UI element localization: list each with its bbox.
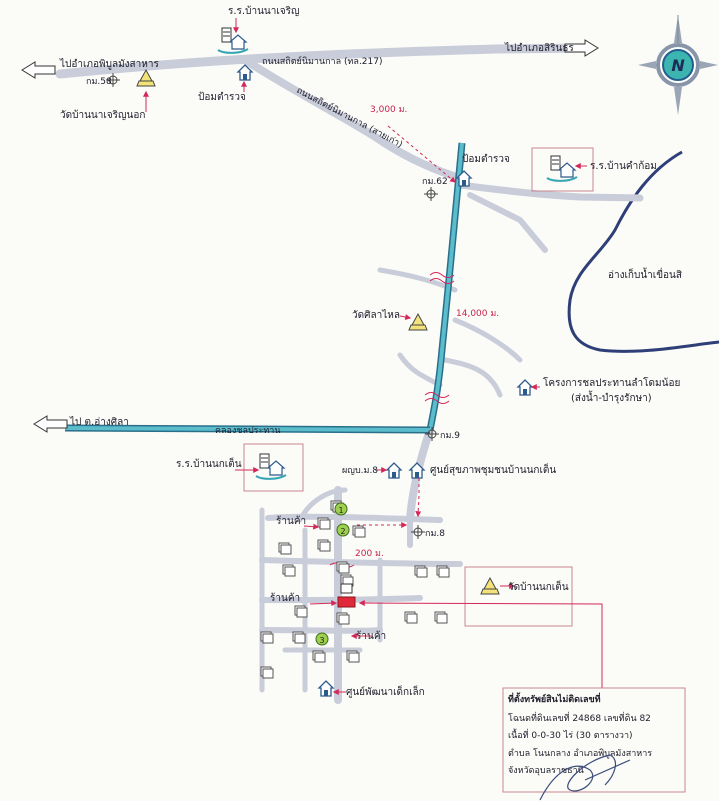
temple-icon-noktoen	[480, 577, 500, 595]
info-title: ที่ตั้งทรัพย์สินไม่ติดเลขที่	[508, 692, 601, 705]
svg-text:2: 2	[340, 527, 345, 536]
label-road-main: ถนนสถิตย์นิมานกาล (ทล.217)	[262, 55, 383, 67]
label-to-west-top: ไปอำเภอพิบูลมังสาหาร	[59, 58, 159, 70]
temple-noktoen-box	[464, 566, 573, 627]
svg-text:3: 3	[319, 636, 324, 645]
temple-icon-nacharoen	[136, 69, 156, 87]
label-school-khamkom: ร.ร.บ้านคำก้อม	[590, 160, 657, 172]
compass-icon: N	[638, 15, 718, 115]
point-marker-2: 2	[336, 523, 350, 537]
label-child-center: ศูนย์พัฒนาเด็กเล็ก	[346, 684, 425, 698]
school-icon-noktoen	[255, 453, 287, 480]
info-line-4: จังหวัดอุบลราชธานี	[508, 765, 584, 776]
info-line-3: ตำบล โนนกลาง อำเภอพิบูลมังสาหาร	[508, 748, 652, 759]
label-dist-3000: 3,000 ม.	[370, 105, 407, 115]
point-marker-1: 1	[334, 502, 348, 516]
label-irrigation-1: โครงการชลประทานลำโดมน้อย	[543, 376, 680, 389]
school-icon-nacharoen	[217, 27, 249, 54]
label-dist-200: 200 ม.	[355, 549, 384, 559]
compass-n-label: N	[671, 56, 685, 75]
label-dist-14000: 14,000 ม.	[456, 309, 499, 319]
temple-icon-silalai	[408, 313, 428, 331]
label-school-noktoen: ร.ร.บ้านนกเต็น	[176, 456, 242, 470]
label-school-nacharoen: ร.ร.บ้านนาเจริญ	[228, 5, 300, 17]
label-temple-silalai: วัดศิลาไหล	[352, 309, 400, 321]
svg-text:1: 1	[338, 506, 343, 515]
label-shop-2: ร้านค้า	[270, 592, 300, 604]
label-km62: กม.62	[422, 177, 448, 187]
point-marker-3: 3	[315, 632, 329, 646]
label-temple-noktoen: วัดบ้านนกเต็น	[508, 579, 569, 593]
label-head-village: ผญบ.ม.8	[342, 466, 378, 476]
property-parcel	[337, 596, 356, 608]
label-km58: กม.58	[86, 77, 112, 87]
school-noktoen-box	[243, 443, 304, 492]
head-village-house-icon	[386, 462, 402, 479]
label-shop-1: ร้านค้า	[276, 515, 306, 527]
label-irrigation-2: (ส่งน้ำ-บำรุงรักษา)	[571, 390, 652, 404]
school-khamkom-box	[531, 147, 594, 192]
arrow-west-top	[21, 61, 56, 79]
label-to-west-mid: ไป ต.อ่างศิลา	[69, 416, 129, 428]
info-line-2: เนื้อที่ 0-0-30 ไร่ (30 ตารางวา)	[508, 728, 633, 741]
property-info-box: ที่ตั้งทรัพย์สินไม่ติดเลขที่ โฉนดที่ดินเ…	[502, 687, 686, 793]
label-km8: กม.8	[425, 529, 445, 539]
label-canal: คลองชลประทาน	[215, 426, 280, 436]
label-police-mid: ป้อมตำรวจ	[462, 153, 510, 165]
leader-lines	[143, 18, 603, 695]
school-icon-khamkom	[546, 155, 578, 182]
label-to-east-top: ไปอำเภอสิรินธร	[504, 42, 574, 54]
km8-marker-icon	[410, 524, 426, 540]
signature-scribble	[539, 754, 631, 801]
label-health-center: ศูนย์สุขภาพชุมชนบ้านนกเต็น	[430, 462, 556, 476]
label-police-top: ป้อมตำรวจ	[198, 91, 246, 103]
label-km9: กม.9	[440, 431, 460, 441]
label-temple-nacharoen: วัดบ้านนาเจริญนอก	[60, 109, 145, 121]
label-reservoir: อ่างเก็บน้ำเขื่อนสิ	[608, 267, 682, 281]
km62-marker-icon	[423, 186, 439, 202]
irrigation-house-icon	[517, 379, 533, 396]
reservoir-shoreline	[567, 150, 719, 353]
label-shop-3: ร้านค้า	[356, 630, 386, 642]
child-center-house-icon	[318, 680, 334, 697]
arrow-west-mid	[33, 415, 68, 433]
info-line-1: โฉนดที่ดินเลขที่ 24868 เลขที่ดิน 82	[508, 711, 651, 724]
property-flag	[340, 583, 353, 594]
label-road-old: ถนนสถิตย์นิมานกาล (สายเก่า)	[295, 84, 405, 150]
arrow-east-top	[564, 39, 599, 57]
